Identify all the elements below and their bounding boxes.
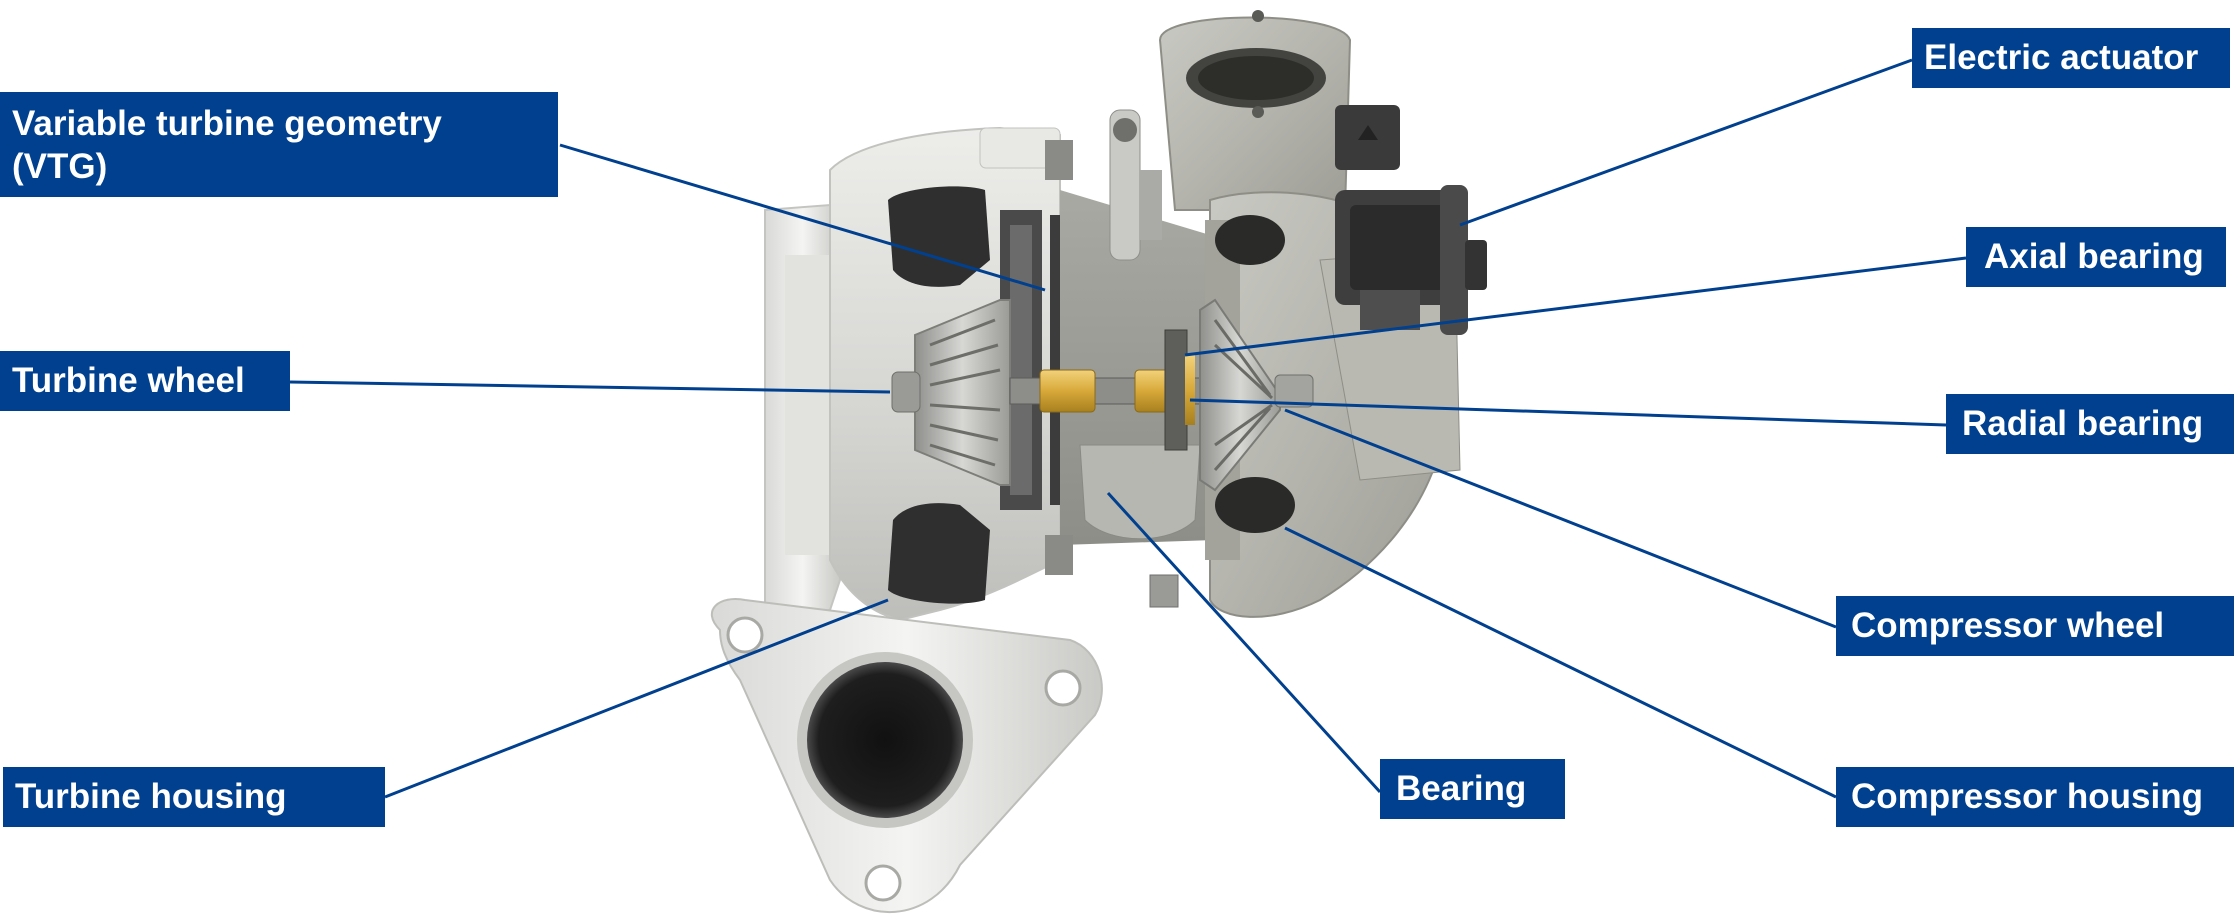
- leader-line-compressor-wheel: [1284, 408, 1837, 629]
- label-compressor-wheel: Compressor wheel: [1836, 596, 2234, 656]
- label-axial-bearing: Axial bearing: [1966, 227, 2226, 287]
- turbine-housing-part: [711, 126, 1103, 913]
- leader-lines: [289, 58, 1967, 799]
- leader-line-vtg: [559, 143, 1046, 292]
- label-compressor-housing: Compressor housing: [1836, 767, 2234, 827]
- leader-line-radial-bearing: [1189, 398, 1947, 427]
- leader-line-electric-actuator: [1459, 58, 1913, 227]
- label-vtg: Variable turbine geometry (VTG): [0, 92, 558, 197]
- label-turbine-housing: Turbine housing: [3, 767, 385, 827]
- linkage-part: [1109, 109, 1179, 608]
- leader-line-turbine-wheel: [289, 380, 891, 394]
- turbine-wheel-part: [891, 299, 1011, 486]
- leader-line-compressor-housing: [1284, 526, 1837, 799]
- label-bearing: Bearing: [1380, 759, 1565, 819]
- label-radial-bearing: Radial bearing: [1946, 394, 2234, 454]
- label-electric-actuator: Electric actuator: [1912, 28, 2230, 88]
- leader-line-turbine-housing: [384, 598, 889, 799]
- electric-actuator-part: [1335, 105, 1487, 335]
- label-turbine-wheel: Turbine wheel: [0, 351, 290, 411]
- leader-line-axial-bearing: [1184, 256, 1967, 357]
- leader-line-bearing: [1106, 491, 1382, 794]
